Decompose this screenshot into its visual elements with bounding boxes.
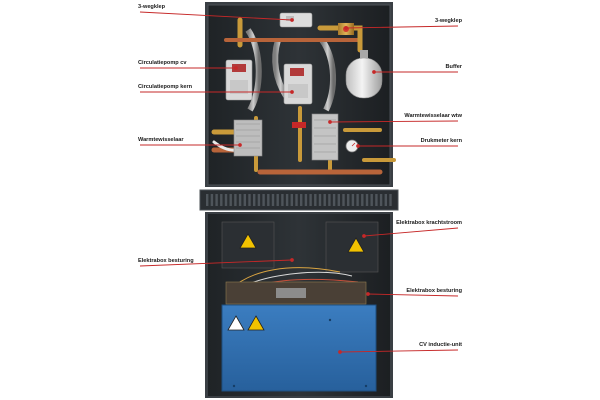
circulation-pump-core [283, 63, 313, 105]
label-circulation-pump-core: Circulatiepomp kern [138, 84, 193, 90]
label-control-box-left: Elektrabox besturing [138, 258, 194, 264]
vent-slot [347, 194, 350, 206]
label-induction-unit: CV inductie-unit [419, 342, 462, 348]
vent-slot [290, 194, 293, 206]
vent-slot [318, 194, 322, 206]
label-pressure-gauge: Drukmeter kern [420, 138, 462, 144]
vent-slot [365, 194, 369, 206]
heat-exchanger-tap-water [311, 113, 339, 161]
vent-slot [206, 194, 209, 206]
buffer-tank [345, 50, 383, 99]
leader-lines [139, 11, 459, 354]
vent-slot [332, 194, 336, 206]
vent-slot [328, 194, 331, 206]
circulation-pump-cv [225, 59, 253, 101]
vent-slot [229, 194, 232, 206]
vent-slot [285, 194, 289, 206]
label-buffer: Buffer [445, 64, 462, 70]
vent-slot [281, 194, 284, 206]
vent-grille [199, 189, 399, 211]
vent-slot [356, 194, 359, 206]
vent-slot [210, 194, 214, 206]
vent-slot [300, 194, 303, 206]
three-way-valve-top [279, 12, 313, 28]
vent-slot [351, 194, 355, 206]
vent-slot [243, 194, 246, 206]
vent-slot [234, 194, 237, 206]
vent-slot [271, 194, 275, 206]
induction-unit [221, 304, 377, 392]
vent-slot [342, 194, 345, 206]
vent-slot [295, 194, 298, 206]
vent-slot [238, 194, 242, 206]
vent-slot [375, 194, 378, 206]
vent-slot [389, 194, 392, 206]
vent-slot [304, 194, 308, 206]
vent-slot [361, 194, 364, 206]
vent-slot [309, 194, 312, 206]
vent-slot [267, 194, 270, 206]
vent-slot [224, 194, 228, 206]
vent-slot [248, 194, 251, 206]
label-power-box: Elektrabox krachtstroom [396, 220, 462, 226]
valve-handle [292, 122, 306, 128]
vent-slot [384, 194, 387, 206]
vent-slot [379, 194, 383, 206]
vent-slot [253, 194, 256, 206]
label-three-way-valve-right: 3-wegklep [434, 18, 462, 24]
vent-slot [276, 194, 279, 206]
control-wiring [225, 267, 367, 305]
label-heat-exchanger: Warmtewisselaar [138, 137, 184, 143]
vent-slot [337, 194, 340, 206]
label-three-way-valve-left: 3-wegklep [138, 4, 166, 10]
label-heat-exchanger-tap: Warmtewisselaar wtw [404, 113, 462, 119]
vent-slot [215, 194, 218, 206]
vent-slot [262, 194, 265, 206]
vent-slot [323, 194, 326, 206]
vent-slot [370, 194, 373, 206]
vent-slot [314, 194, 317, 206]
vent-slot [220, 194, 223, 206]
label-control-box-right: Elektrabox besturing [406, 288, 462, 294]
heat-exchanger-left [233, 119, 263, 157]
vent-slot [257, 194, 261, 206]
label-circulation-pump-cv: Circulatiepomp cv [138, 60, 187, 66]
